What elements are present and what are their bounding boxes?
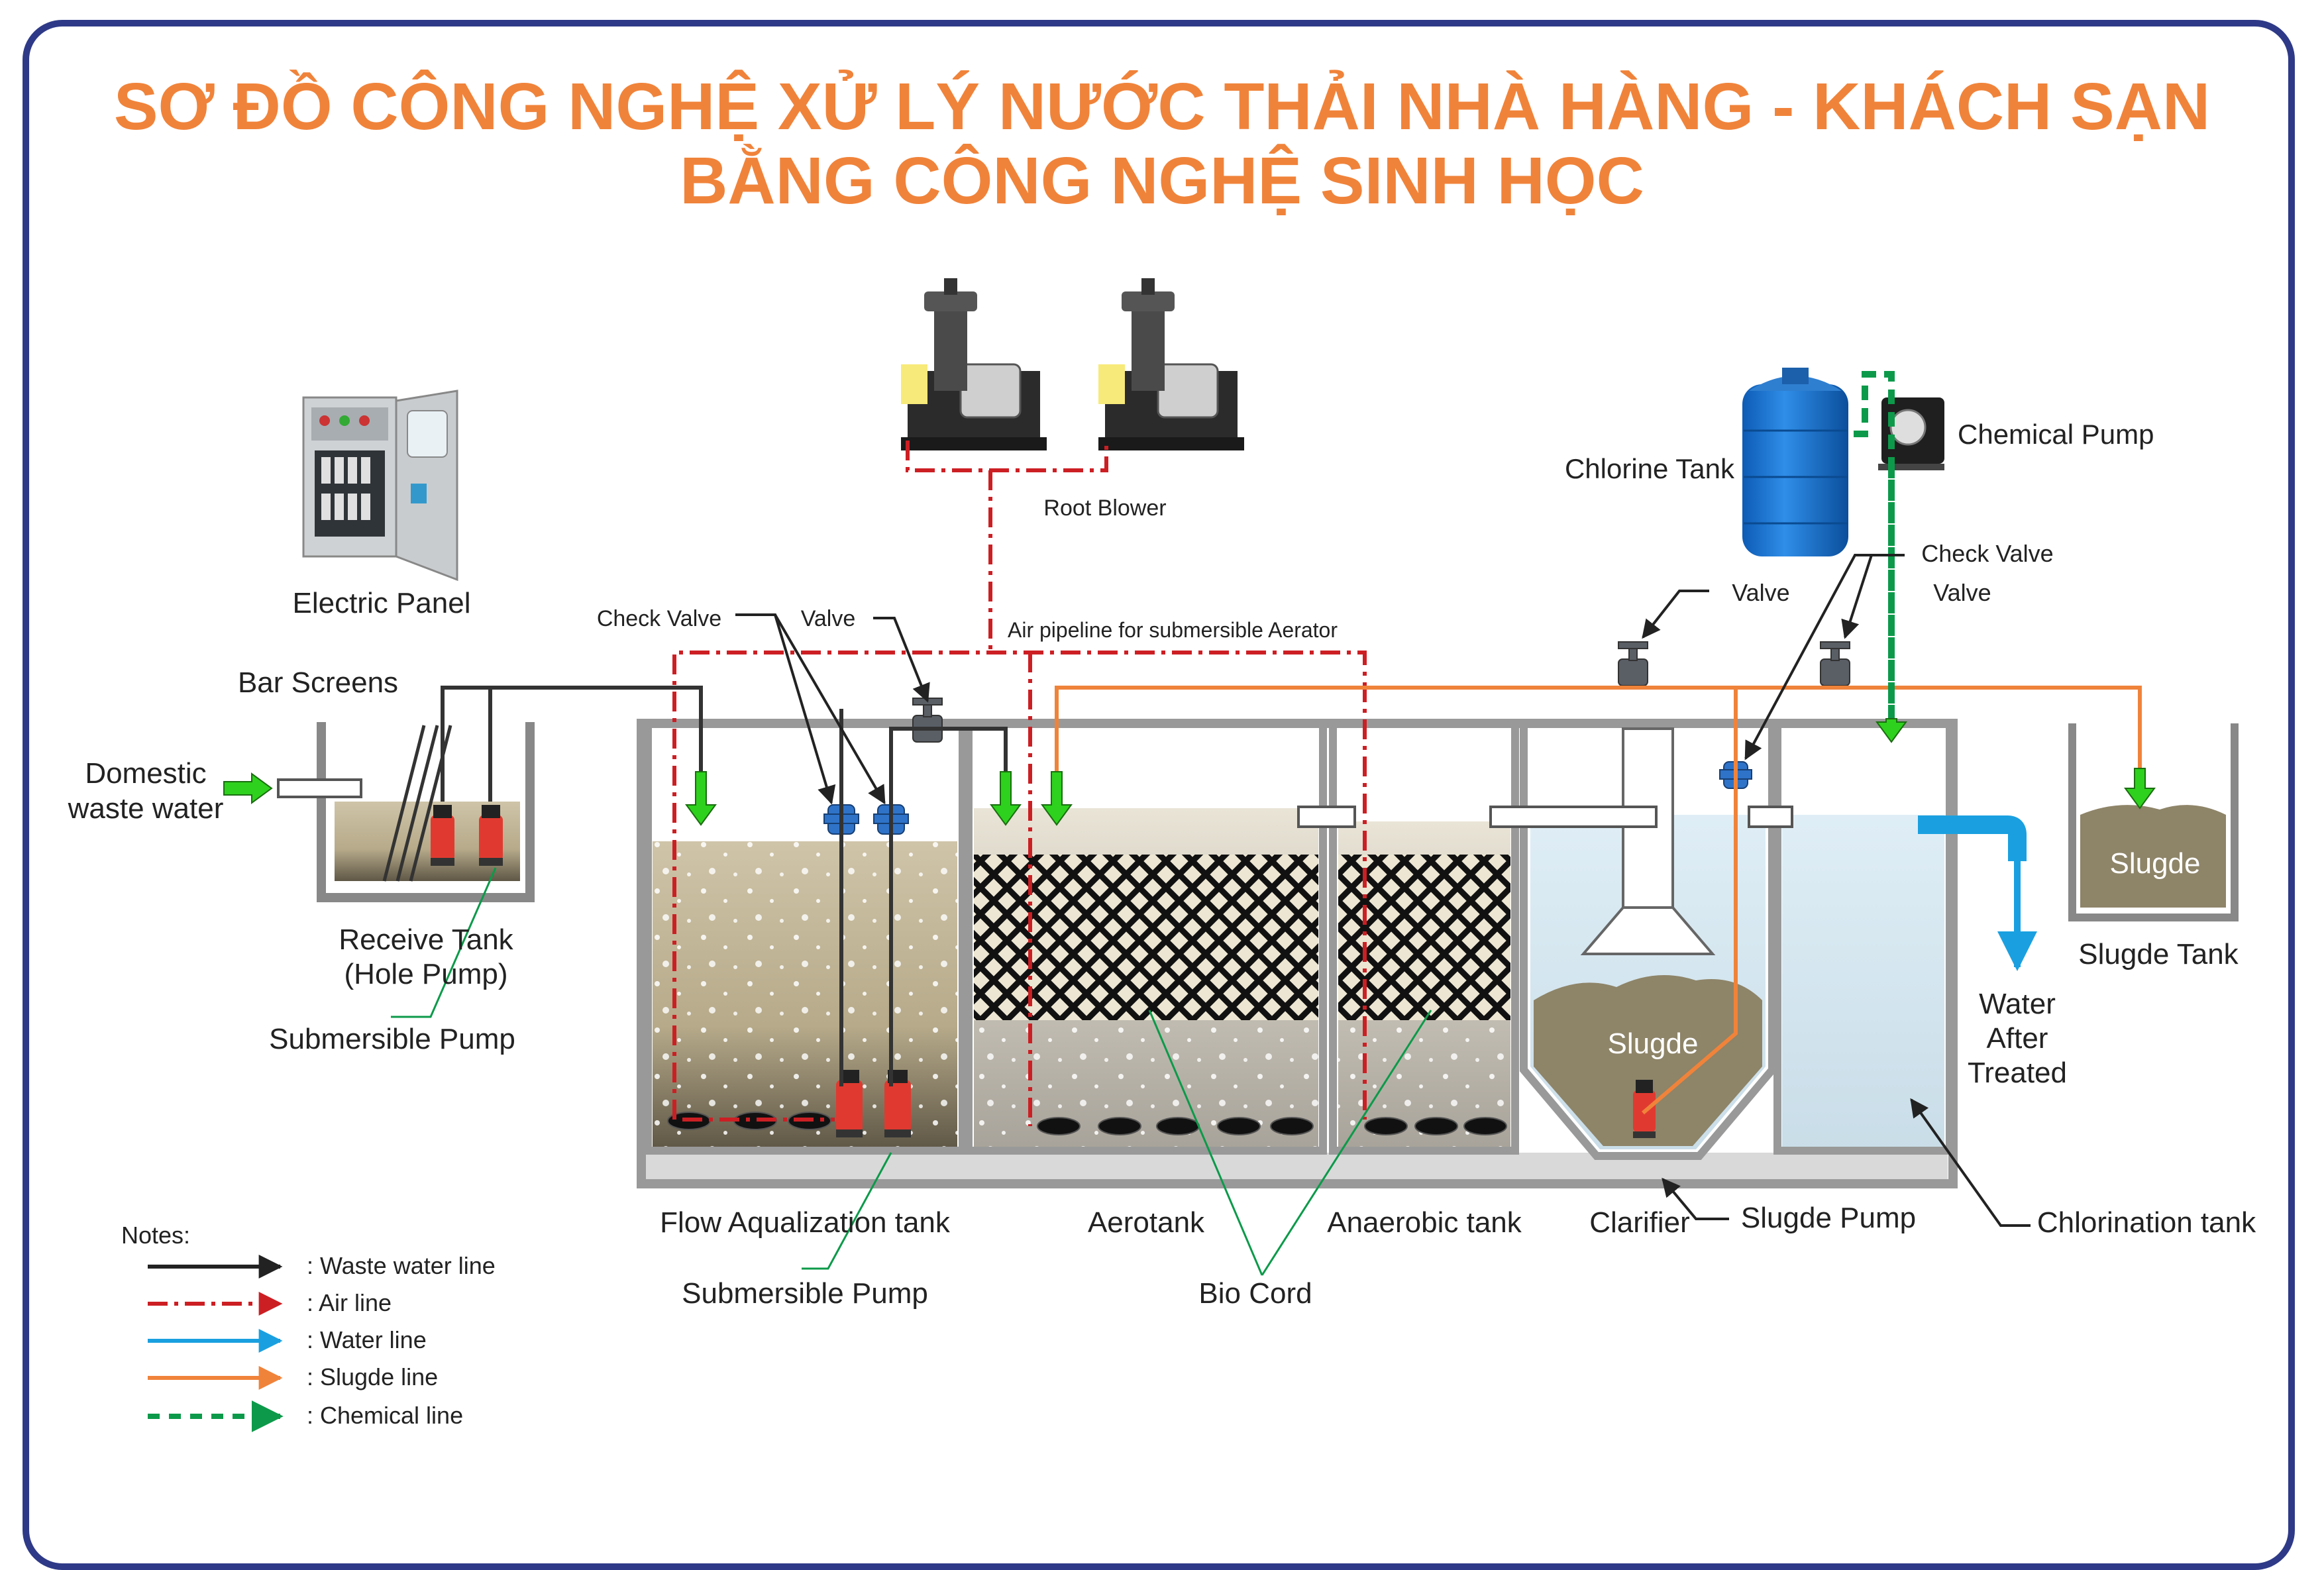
transfer-pipes (277, 778, 1793, 828)
label-submersible-pump-left: Submersible Pump (269, 1023, 515, 1055)
green-callout-lines (391, 867, 1432, 1276)
label-receive-tank-2: (Hole Pump) (344, 958, 508, 990)
label-check-valve-left: Check Valve (597, 606, 721, 631)
clarifier-tank (1520, 723, 1776, 1160)
label-chemical-pump: Chemical Pump (1958, 419, 2154, 450)
label-domestic-2: waste water (68, 792, 224, 825)
label-water-after-2: After (1987, 1022, 2048, 1055)
label-flow-tank: Flow Aqualization tank (660, 1206, 951, 1239)
label-slugde-tank: Slugde Tank (2078, 938, 2239, 970)
label-aerotank: Aerotank (1088, 1206, 1205, 1239)
chemical-pump-icon (1878, 397, 1944, 470)
label-slugde-pump: Slugde Pump (1741, 1202, 1916, 1234)
title-line-1: SƠ ĐỒ CÔNG NGHỆ XỬ LÝ NƯỚC THẢI NHÀ HÀNG… (113, 70, 2211, 144)
label-check-valve-right: Check Valve (1921, 540, 2053, 567)
label-valve-left: Valve (801, 606, 856, 631)
aerotank (965, 719, 1327, 1155)
pointer-lines (735, 554, 2031, 1227)
title-line-2: BẰNG CÔNG NGHỆ SINH HỌC (680, 144, 1644, 218)
label-anaerobic-tank: Anaerobic tank (1327, 1206, 1522, 1239)
label-receive-tank-1: Receive Tank (339, 923, 513, 956)
label-chlorination-tank: Chlorination tank (2037, 1206, 2256, 1239)
air-lines (672, 441, 1367, 1126)
sludge-lines (1055, 686, 2142, 1115)
label-slugde-tank-fill: Slugde (2109, 847, 2200, 880)
label-bio-cord: Bio Cord (1198, 1277, 1312, 1310)
label-electric-panel: Electric Panel (292, 587, 470, 619)
label-air-pipeline: Air pipeline for submersible Aerator (1008, 618, 1338, 642)
legend-sludge: : Slugde line (307, 1363, 438, 1390)
root-blower-icon-2 (1098, 278, 1244, 450)
label-slugde-clarifier: Slugde (1607, 1027, 1698, 1060)
water-outlet-pipe (1918, 815, 2027, 861)
aerator-discs (667, 1112, 1507, 1135)
label-domestic-1: Domestic (85, 757, 206, 790)
legend-water: : Water line (307, 1326, 427, 1353)
legend-chemical: : Chemical line (307, 1402, 463, 1429)
flow-arrows (223, 718, 2156, 826)
diagram-labels: Electric Panel Bar Screens Domestic wast… (68, 419, 2256, 1310)
label-water-after-3: Treated (1968, 1057, 2067, 1089)
notes-heading: Notes: (121, 1222, 190, 1249)
label-submersible-pump-mid: Submersible Pump (682, 1277, 928, 1310)
root-blower-icon-1 (901, 278, 1047, 450)
sludge-tank (2068, 723, 2239, 921)
legend-air: : Air line (307, 1289, 392, 1316)
label-bar-screens: Bar Screens (238, 666, 398, 699)
legend-waste: : Waste water line (307, 1252, 496, 1279)
diagram-title: SƠ ĐỒ CÔNG NGHỆ XỬ LÝ NƯỚC THẢI NHÀ HÀNG… (0, 70, 2324, 218)
notes-legend: Notes: : Waste water line : Air line : W… (121, 1222, 496, 1432)
chlorine-tank-icon (1742, 368, 1848, 556)
label-valve-right-1: Valve (1732, 579, 1789, 606)
electric-panel-icon (302, 390, 458, 582)
chlorination-tank (1773, 719, 1954, 1155)
label-water-after-1: Water (1979, 988, 2056, 1020)
label-clarifier: Clarifier (1589, 1206, 1690, 1239)
anaerobic-tank (1329, 719, 1519, 1155)
label-chlorine-tank: Chlorine Tank (1565, 453, 1735, 484)
waste-water-lines (441, 686, 1008, 1086)
label-root-blower: Root Blower (1043, 496, 1166, 521)
submersible-pump-icons (431, 805, 1656, 1138)
label-valve-right-2: Valve (1933, 579, 1991, 606)
